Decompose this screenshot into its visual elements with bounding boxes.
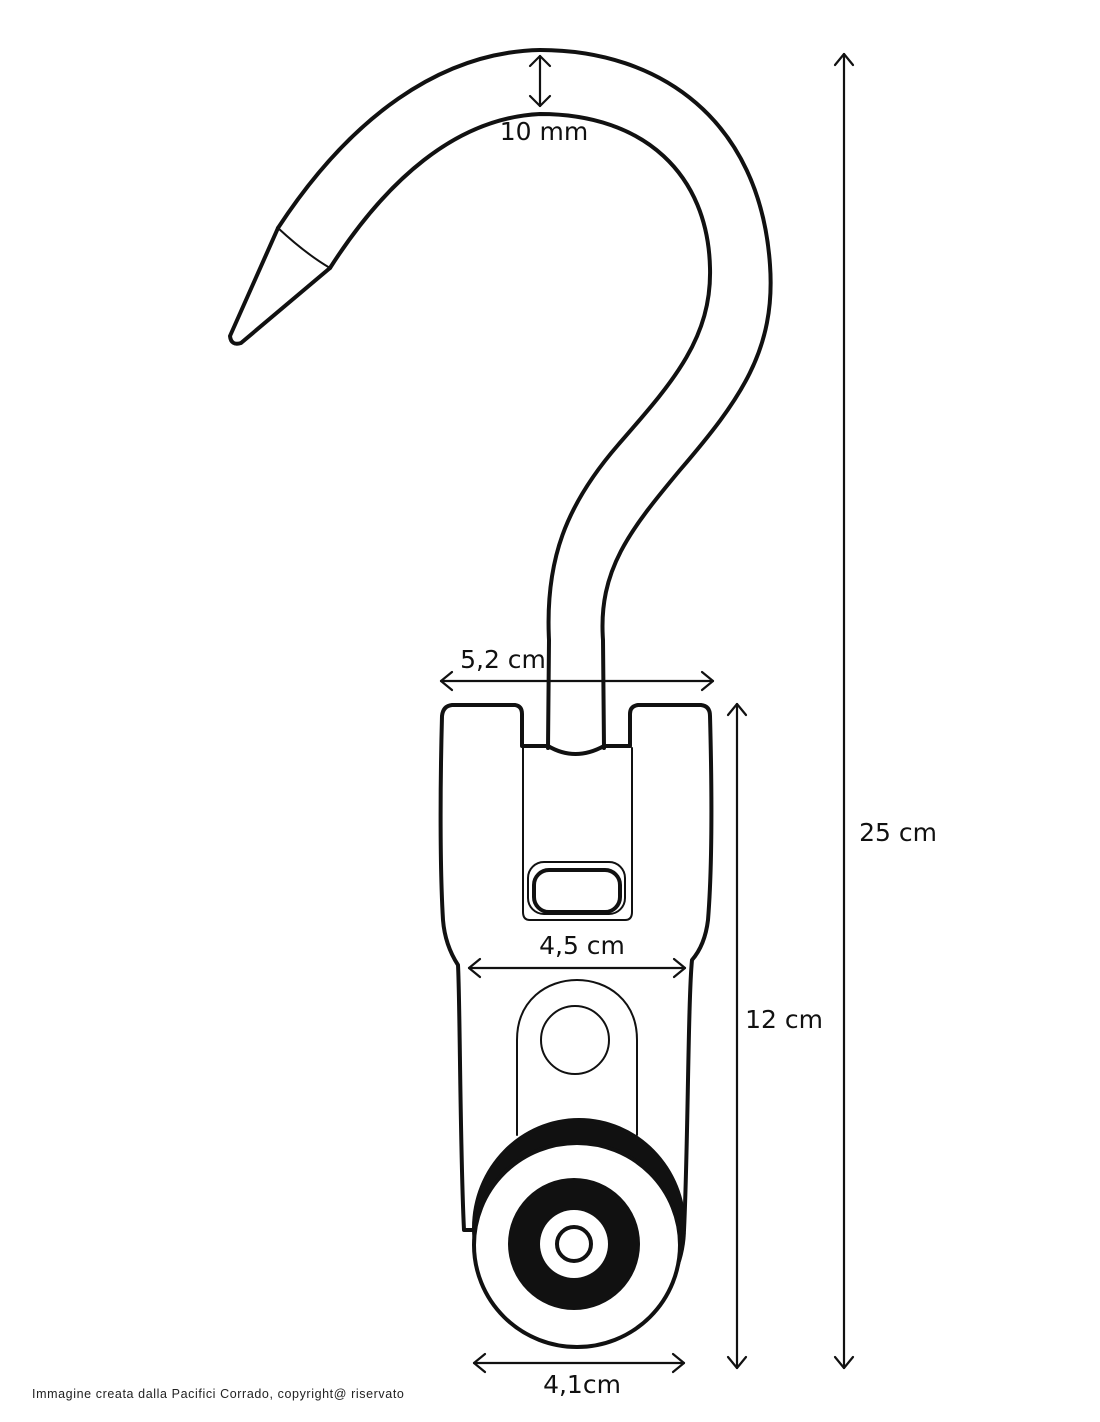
dim-hook-thickness: 10 mm [500, 54, 588, 146]
hook-outer-contour [276, 48, 773, 750]
dim-total-height: 25 cm [833, 52, 937, 1370]
wheel-center-hole [555, 1225, 593, 1263]
clip-body-outline [438, 703, 714, 1232]
label-hook-thickness: 10 mm [500, 117, 588, 146]
dim-clip-width: 5,2 cm [439, 645, 715, 692]
dim-wheel-width: 4,1cm [472, 1352, 686, 1399]
dim-body-height: 12 cm [726, 702, 823, 1370]
label-wheel-width: 4,1cm [543, 1370, 621, 1399]
axle-bracket [516, 979, 638, 1136]
axle-pin [540, 1005, 610, 1075]
wheel-hub [540, 1210, 608, 1278]
lock-button-inner [532, 868, 622, 914]
hook-tip-bevel [277, 227, 331, 269]
label-body-width: 4,5 cm [539, 931, 625, 960]
copyright-credit: Immagine creata dalla Pacifici Corrado, … [32, 1387, 404, 1401]
label-body-height: 12 cm [745, 1005, 823, 1034]
wheel [472, 1118, 686, 1349]
hook-inner-contour [328, 112, 713, 750]
hook [228, 48, 773, 750]
label-clip-width: 5,2 cm [460, 645, 546, 674]
hook-tip [228, 226, 332, 346]
clip-slot-frame [522, 747, 633, 921]
dim-body-width: 4,5 cm [467, 931, 687, 979]
clip-body [438, 703, 714, 1232]
label-total-height: 25 cm [859, 818, 937, 847]
